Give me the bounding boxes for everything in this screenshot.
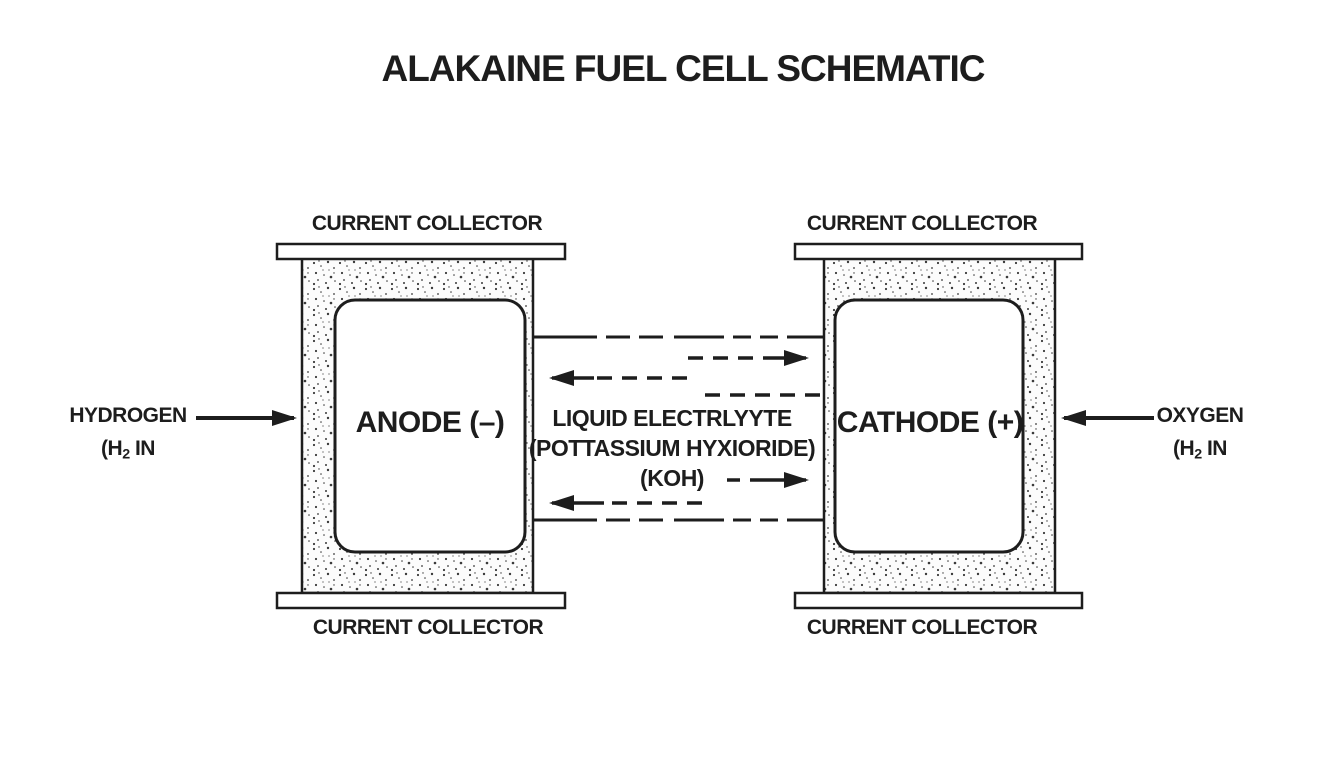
cathode-label: CATHODE (+) xyxy=(836,406,1024,439)
oxygen-gas-name: OXYGEN xyxy=(1156,404,1244,427)
cathode-bottom-collector-bar xyxy=(793,591,1084,610)
hydrogen-formula: (H2 IN xyxy=(101,437,155,463)
electrolyte-line2: (POTTASSIUM HYXIORIDE) xyxy=(528,435,816,461)
anode-top-collector-label: CURRENT COLLECTOR xyxy=(311,212,543,235)
anode-top-collector-bar xyxy=(275,242,567,261)
electrolyte-line3: (KOH) xyxy=(640,465,704,491)
oxygen-formula: (H2 IN xyxy=(1173,437,1227,463)
electrolyte-line1: LIQUID ELECTRLYYTE xyxy=(552,405,792,431)
hydrogen-gas-name: HYDROGEN xyxy=(69,404,187,427)
cathode-bottom-collector-label: CURRENT COLLECTOR xyxy=(806,616,1038,639)
electrolyte-caption: LIQUID ELECTRLYYTE (POTTASSIUM HYXIORIDE… xyxy=(528,403,816,493)
anode-bottom-collector-label: CURRENT COLLECTOR xyxy=(312,616,544,639)
cathode-body xyxy=(833,298,1025,554)
diagram-title: ALAKAINE FUEL CELL SCHEMATIC xyxy=(381,48,985,89)
cathode-top-collector-label: CURRENT COLLECTOR xyxy=(806,212,1038,235)
cathode-top-collector-bar xyxy=(793,242,1084,261)
anode-bottom-collector-bar xyxy=(275,591,567,610)
oxygen-inlet-label: OXYGEN (H2 IN xyxy=(1157,399,1244,472)
anode-body xyxy=(333,298,527,554)
hydrogen-inlet-label: HYDROGEN (H2 IN xyxy=(69,399,187,472)
hydrogen-subscript: 2 xyxy=(122,446,130,463)
anode-label: ANODE (–) xyxy=(355,406,505,439)
oxygen-subscript: 2 xyxy=(1194,446,1202,463)
